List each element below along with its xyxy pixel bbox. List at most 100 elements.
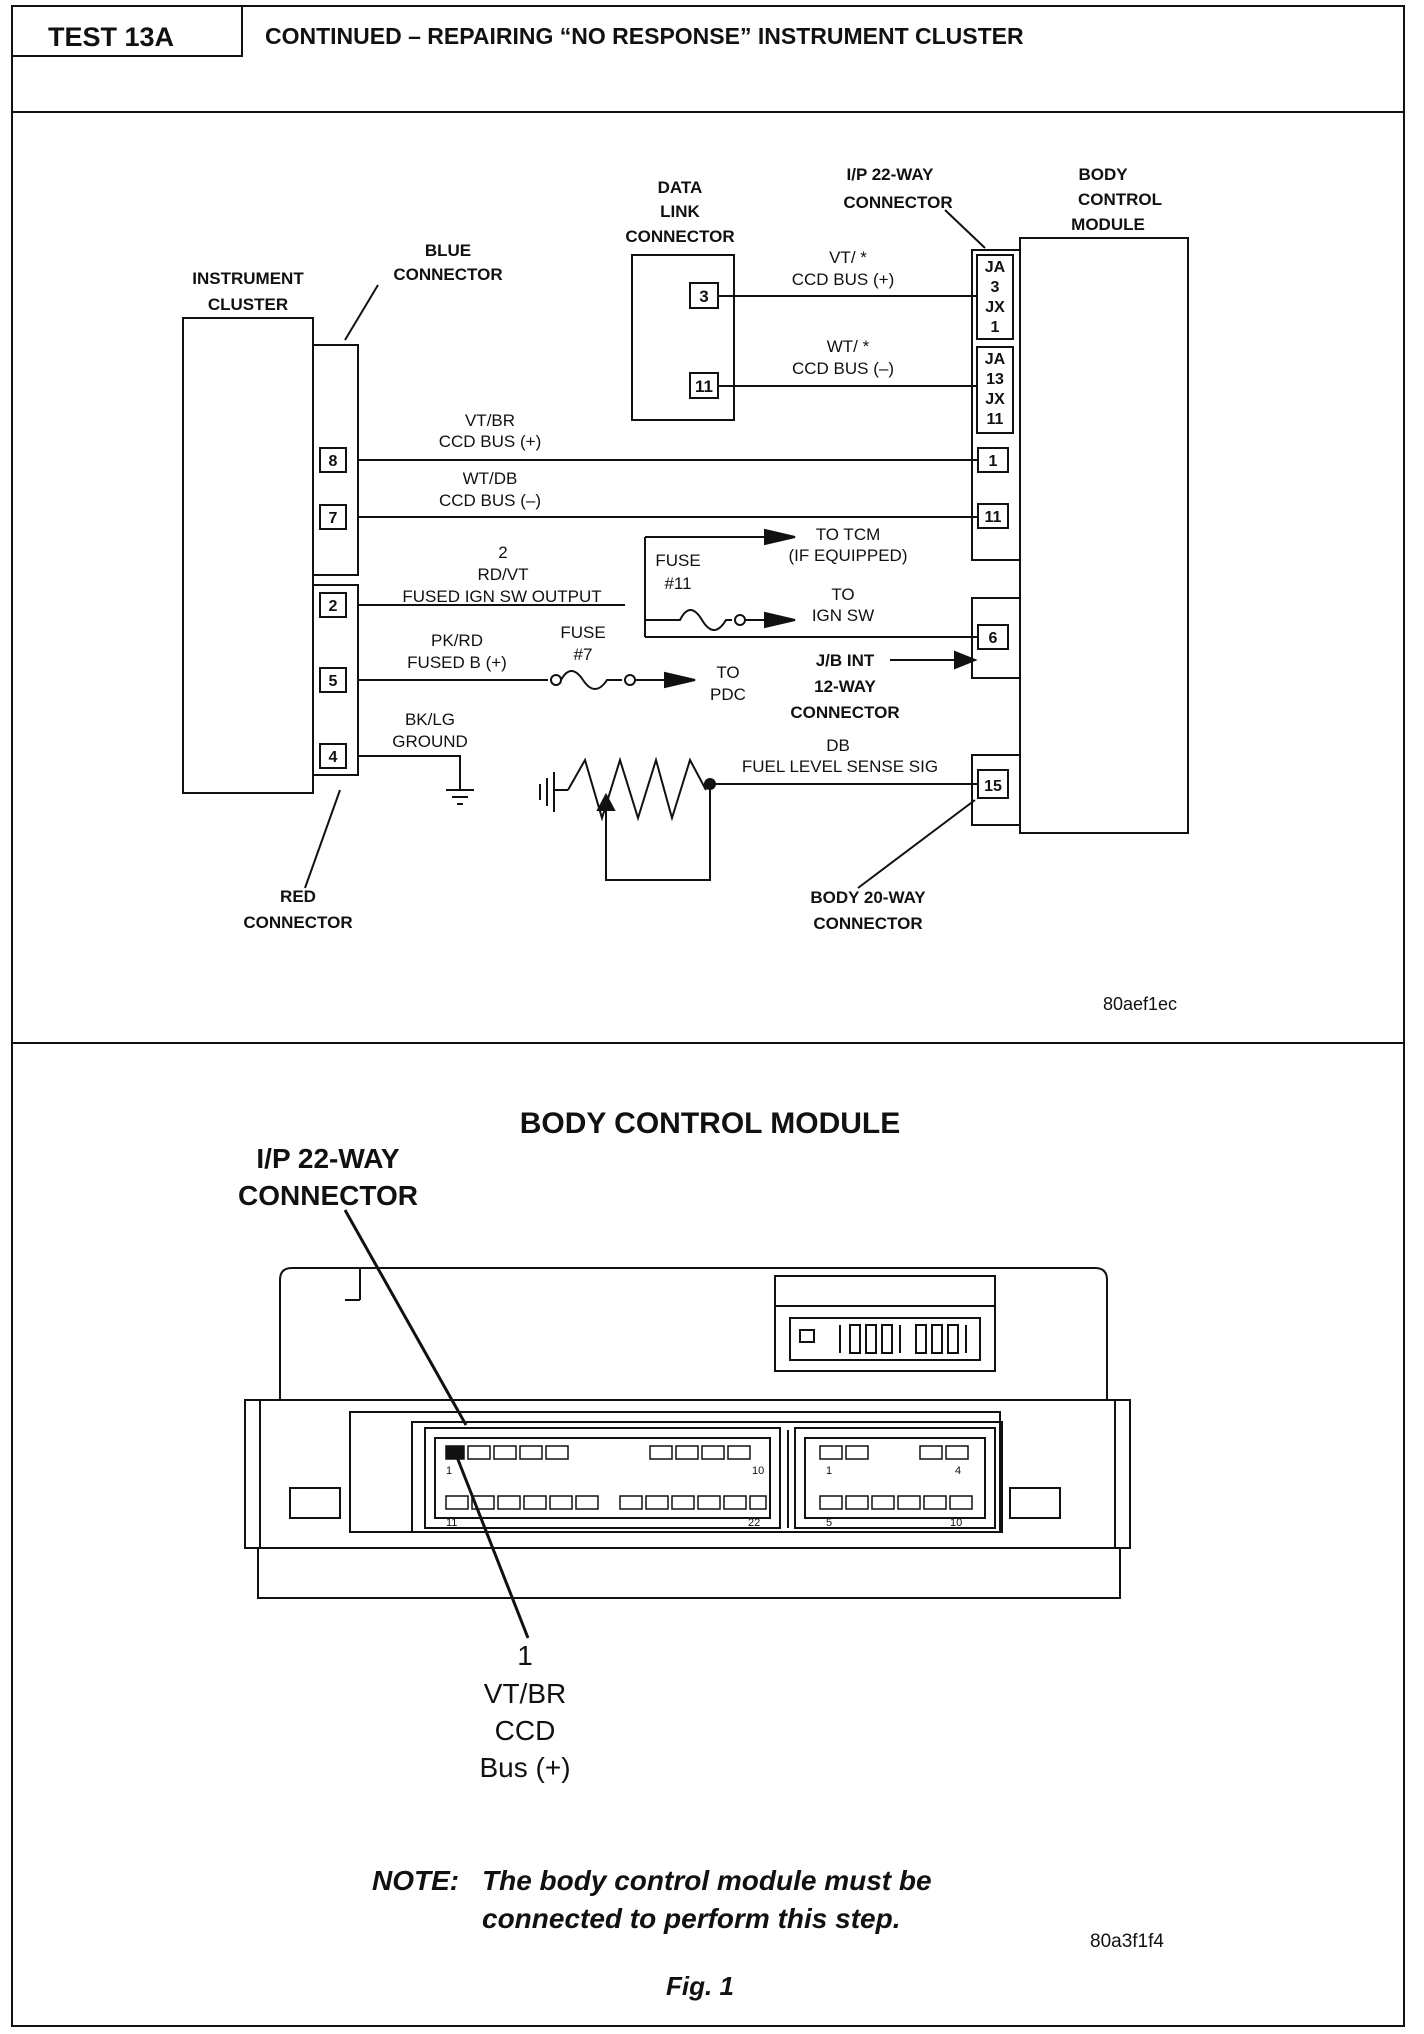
- bcm-pin-15: 15: [984, 778, 1002, 795]
- fuse11-label-2: #11: [664, 574, 691, 593]
- red-connector-label-1: RED: [280, 887, 316, 906]
- instrument-cluster-box: [182, 317, 314, 794]
- bcm-view-conn-label-1: I/P 22-WAY: [256, 1143, 400, 1174]
- wire-4-color: BK/LG: [405, 710, 455, 729]
- wire-dlc11-color: WT/ *: [827, 337, 870, 356]
- wire-dlc11-name: CCD BUS (–): [792, 359, 894, 378]
- bcm-leader-lines: [343, 1209, 530, 1639]
- fuse7-label-1: FUSE: [560, 623, 605, 642]
- header: TEST 13A CONTINUED – REPAIRING “NO RESPO…: [11, 5, 1404, 113]
- note: NOTE: The body control module must be co…: [372, 1865, 932, 1934]
- pin-callout-color: VT/BR: [484, 1678, 566, 1709]
- wiring-diagram: [182, 237, 1189, 881]
- right-conn-num-10: 10: [950, 1517, 962, 1529]
- bcm-pin-jx1-text: JX: [985, 299, 1005, 316]
- pin-callout-pin: 1: [517, 1640, 533, 1671]
- test-label: TEST 13A: [48, 22, 174, 52]
- dlc-pin-3: 3: [699, 287, 708, 306]
- to-ign-label-2: IGN SW: [812, 606, 874, 625]
- figure-id-1: 80aef1ec: [1103, 994, 1177, 1014]
- figure-caption: Fig. 1: [666, 1971, 734, 2001]
- test-label-box: [11, 5, 243, 57]
- bcm-pin-ja3-num: 3: [991, 279, 1000, 296]
- wire-15-name: FUEL LEVEL SENSE SIG: [742, 757, 938, 776]
- instrument-cluster-label-2: CLUSTER: [208, 295, 288, 314]
- bcm-pin-1: 1: [989, 453, 998, 470]
- bcm-pin-jx11-text: JX: [985, 391, 1005, 408]
- bcm-physical-view: BODY CONTROL MODULE I/P 22-WAY CONNECTOR: [238, 1107, 1164, 2001]
- wire-8-name: CCD BUS (+): [439, 432, 541, 451]
- bcm-pin-jx11-num: 11: [987, 411, 1004, 428]
- cluster-pin-2: 2: [329, 598, 338, 615]
- pin-callout-bus: Bus (+): [479, 1752, 570, 1783]
- to-tcm-label-2: (IF EQUIPPED): [788, 546, 907, 565]
- pin-callout-ccd: CCD: [495, 1715, 556, 1746]
- page-title: CONTINUED – REPAIRING “NO RESPONSE” INST…: [265, 23, 1024, 49]
- diagram-arrows: [596, 528, 978, 811]
- bcm-connector-pins: [445, 1445, 973, 1510]
- left-conn-num-11: 11: [446, 1517, 457, 1529]
- instrument-cluster-label-1: INSTRUMENT: [192, 269, 304, 288]
- bcm-pin-ja13-num: 13: [986, 371, 1004, 388]
- body20-label-2: CONNECTOR: [813, 914, 922, 933]
- bcm-label-1: BODY: [1078, 165, 1128, 184]
- body-control-module-box: [1019, 237, 1189, 834]
- dlc-label-3: CONNECTOR: [625, 227, 734, 246]
- pin-callout: 1 VT/BR CCD Bus (+): [479, 1640, 570, 1783]
- bcm-pin-11: 11: [985, 509, 1002, 526]
- jb-label-3: CONNECTOR: [790, 703, 899, 722]
- bcm-view-conn-label-2: CONNECTOR: [238, 1180, 418, 1211]
- left-conn-num-22: 22: [748, 1517, 760, 1529]
- bcm-pin-numbers: 1 10 11 22 1 4 5 10: [446, 1465, 962, 1529]
- to-ign-label-1: TO: [831, 585, 854, 604]
- dlc-label-2: LINK: [660, 202, 700, 221]
- ip22-label-2: CONNECTOR: [843, 193, 952, 212]
- cluster-pin-4: 4: [329, 749, 338, 766]
- body20-label-1: BODY 20-WAY: [810, 888, 926, 907]
- leader-lines: [304, 209, 986, 889]
- right-conn-num-5: 5: [826, 1517, 832, 1529]
- right-conn-num-4: 4: [955, 1465, 961, 1477]
- cluster-pin-5: 5: [329, 673, 338, 690]
- to-tcm-label-1: TO TCM: [816, 525, 881, 544]
- page-frame: [11, 5, 1405, 2027]
- jb-label-2: 12-WAY: [814, 677, 876, 696]
- fuse7-label-2: #7: [574, 645, 593, 664]
- cluster-pin-7: 7: [329, 510, 338, 527]
- figure-id-2: 80a3f1f4: [1090, 1931, 1164, 1952]
- blue-connector-label-2: CONNECTOR: [393, 265, 502, 284]
- cluster-pin-8: 8: [329, 453, 338, 470]
- bcm-label-2: CONTROL: [1078, 190, 1162, 209]
- note-line-1: The body control module must be: [482, 1865, 932, 1896]
- wire-5-name: FUSED B (+): [407, 653, 507, 672]
- wire-2-name: FUSED IGN SW OUTPUT: [402, 587, 601, 606]
- to-pdc-label-2: PDC: [710, 685, 746, 704]
- bcm-pin-jx1-num: 1: [991, 319, 1000, 336]
- diagram-labels: INSTRUMENT CLUSTER BLUE CONNECTOR RED CO…: [192, 165, 1177, 1014]
- left-conn-num-10: 10: [752, 1465, 764, 1477]
- wire-5-color: PK/RD: [431, 631, 483, 650]
- wire-7-color: WT/DB: [463, 469, 518, 488]
- dlc-pin-11: 11: [695, 377, 713, 396]
- wire-7-name: CCD BUS (–): [439, 491, 541, 510]
- ip22-label-1: I/P 22-WAY: [847, 165, 935, 184]
- data-link-connector-box: [631, 254, 735, 421]
- bcm-label-3: MODULE: [1071, 215, 1145, 234]
- jb-label-1: J/B INT: [816, 651, 875, 670]
- bcm-housing: [244, 1267, 1131, 1599]
- wire-2-num: 2: [498, 543, 507, 562]
- wire-8-color: VT/BR: [465, 411, 515, 430]
- bcm-pin-6: 6: [989, 630, 998, 647]
- fuse11-label-1: FUSE: [655, 551, 700, 570]
- note-prefix: NOTE:: [372, 1865, 459, 1896]
- wire-15-color: DB: [826, 736, 850, 755]
- dlc-label-1: DATA: [658, 178, 703, 197]
- blue-connector-label-1: BLUE: [425, 241, 471, 260]
- wire-4-name: GROUND: [392, 732, 468, 751]
- bcm-pin-ja3-text: JA: [985, 259, 1006, 276]
- bcm-pin-ja13-text: JA: [985, 351, 1006, 368]
- red-connector-label-2: CONNECTOR: [243, 913, 352, 932]
- right-conn-num-1: 1: [826, 1465, 832, 1477]
- bcm-view-title: BODY CONTROL MODULE: [520, 1107, 901, 1140]
